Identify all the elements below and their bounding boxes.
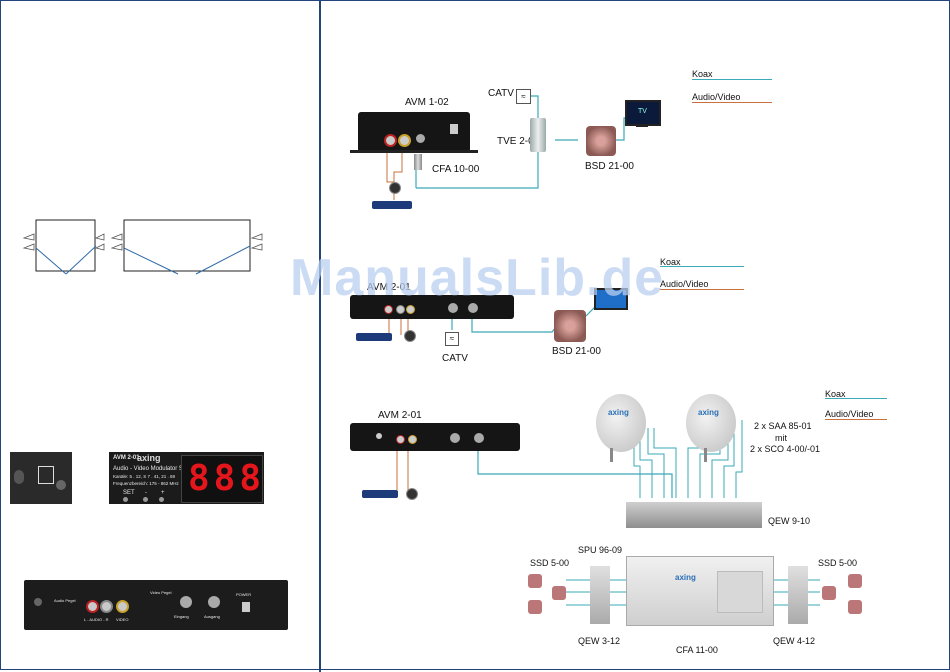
qew-left-label: QEW 3-12 bbox=[578, 636, 621, 646]
sat-note-3: 2 x SCO 4-00/-01 bbox=[750, 444, 821, 454]
seven-segment-display: 888 bbox=[181, 455, 263, 503]
rear-panel-image: Audio Pegel L - AUDIO - R VIDEO Video Pe… bbox=[24, 580, 288, 630]
legend-av-3: Audio/Video bbox=[825, 409, 874, 419]
front-panel-row2: Frequenzbereich: 175 - 862 MHz bbox=[113, 481, 179, 486]
d2-catv-label: CATV bbox=[442, 353, 468, 364]
legend-av-2: Audio/Video bbox=[660, 279, 709, 289]
rear-power-label: POWER bbox=[236, 592, 252, 597]
qew-left-image bbox=[590, 566, 610, 624]
rear-audio-lr-label: L - AUDIO - R bbox=[84, 617, 109, 622]
front-panel-minus-label: - bbox=[145, 490, 147, 496]
d2-socket-label: BSD 21-00 bbox=[552, 346, 601, 357]
d1-cable-image bbox=[414, 154, 422, 170]
d3-camera-image bbox=[406, 488, 418, 500]
front-panel-title: Audio - Video Modulator Stereo bbox=[113, 466, 197, 472]
front-panel-image: AVM 2-01 axing Audio - Video Modulator S… bbox=[109, 452, 264, 504]
d1-tv-image: TV bbox=[625, 100, 661, 126]
d2-camera-image bbox=[404, 330, 416, 342]
dish-1-mast bbox=[610, 448, 613, 462]
d1-splitter-label: TVE 2-01 bbox=[497, 136, 540, 147]
d1-avm-device bbox=[358, 112, 470, 152]
d3-device-label: AVM 2-01 bbox=[378, 410, 422, 421]
legend-koax-line-3 bbox=[825, 398, 887, 399]
legend-av-line-2 bbox=[660, 289, 744, 290]
sat-note-1: 2 x SAA 85-01 bbox=[754, 421, 812, 431]
ssd-right-label: SSD 5-00 bbox=[818, 558, 858, 568]
qew-right-image bbox=[788, 566, 808, 624]
rear-rf-in-label: Eingang bbox=[174, 614, 189, 619]
page-divider bbox=[319, 0, 321, 672]
multiswitch-brand: axing bbox=[675, 573, 696, 582]
ssd-left-3 bbox=[528, 600, 542, 614]
d1-camera-image bbox=[389, 182, 401, 194]
qew-right-label: QEW 4-12 bbox=[773, 636, 816, 646]
left-page-frame bbox=[0, 0, 319, 670]
plus-button bbox=[159, 497, 164, 502]
side-detail-image bbox=[10, 452, 72, 504]
front-panel-row1: Kanäle: 5 . 12, S 7 . 41, 21 . 69 bbox=[113, 474, 176, 479]
dish-1-brand: axing bbox=[608, 408, 629, 417]
d1-device-feet bbox=[350, 150, 478, 153]
legend-koax-line-2 bbox=[660, 266, 744, 267]
legend-koax-line-1 bbox=[692, 79, 772, 80]
display-digits: 888 bbox=[188, 458, 266, 499]
cfa-label: CFA 11-00 bbox=[676, 645, 718, 655]
d1-cable-label: CFA 10-00 bbox=[432, 164, 480, 175]
d1-device-label: AVM 1-02 bbox=[405, 97, 449, 108]
rear-video-level-label: Video Pegel bbox=[150, 590, 172, 595]
dish-1-image: axing bbox=[596, 394, 646, 452]
d1-catv-icon: ≈ bbox=[516, 89, 531, 104]
rear-audio-level-label: Audio Pegel bbox=[54, 598, 76, 603]
d2-avm-device bbox=[350, 295, 514, 319]
legend-av-1: Audio/Video bbox=[692, 92, 741, 102]
front-panel-plus-label: + bbox=[161, 490, 165, 496]
dish-2-mast bbox=[704, 448, 707, 462]
d1-tv-stand bbox=[636, 124, 648, 127]
rear-rf-out-label: Ausgang bbox=[204, 614, 220, 619]
qew-top-label: QEW 9-10 bbox=[768, 516, 811, 526]
d1-av-source-image bbox=[372, 201, 412, 209]
d1-tv-label: TV bbox=[638, 108, 647, 115]
d3-avm-device bbox=[350, 423, 520, 451]
set-button bbox=[123, 497, 128, 502]
front-panel-set-label: SET bbox=[123, 490, 135, 496]
legend-koax-3: Koax bbox=[825, 389, 846, 399]
watermark: ManualsLib.de bbox=[290, 249, 665, 307]
d1-splitter-image bbox=[530, 118, 546, 152]
dish-2-brand: axing bbox=[698, 408, 719, 417]
d2-av-source-image bbox=[356, 333, 392, 341]
d2-tv-image bbox=[594, 288, 628, 310]
legend-koax-1: Koax bbox=[692, 69, 713, 79]
rear-video-label: VIDEO bbox=[116, 617, 129, 622]
qew-top-image bbox=[626, 502, 762, 528]
legend-koax-2: Koax bbox=[660, 257, 681, 267]
ssd-right-2 bbox=[822, 586, 836, 600]
d3-av-source-image bbox=[362, 490, 398, 498]
front-panel-model: AVM 2-01 bbox=[113, 455, 140, 461]
ssd-left-2 bbox=[552, 586, 566, 600]
dish-2-image: axing bbox=[686, 394, 736, 452]
d1-catv-label: CATV bbox=[488, 88, 514, 99]
ssd-left-1 bbox=[528, 574, 542, 588]
sat-note-2: mit bbox=[775, 433, 787, 443]
legend-av-line-3 bbox=[825, 419, 887, 420]
legend-av-line-1 bbox=[692, 102, 772, 103]
minus-button bbox=[143, 497, 148, 502]
d2-device-label: AVM 2-01 bbox=[367, 282, 411, 293]
spu-label: SPU 96-09 bbox=[578, 545, 623, 555]
ssd-right-3 bbox=[848, 600, 862, 614]
front-panel-brand: axing bbox=[137, 453, 161, 463]
ssd-left-label: SSD 5-00 bbox=[530, 558, 570, 568]
multiswitch-image: axing bbox=[626, 556, 774, 626]
d2-socket-image bbox=[554, 310, 586, 342]
d1-socket-label: BSD 21-00 bbox=[585, 161, 634, 172]
d1-socket-image bbox=[586, 126, 616, 156]
d2-catv-icon: ≈ bbox=[445, 332, 459, 346]
ssd-right-1 bbox=[848, 574, 862, 588]
